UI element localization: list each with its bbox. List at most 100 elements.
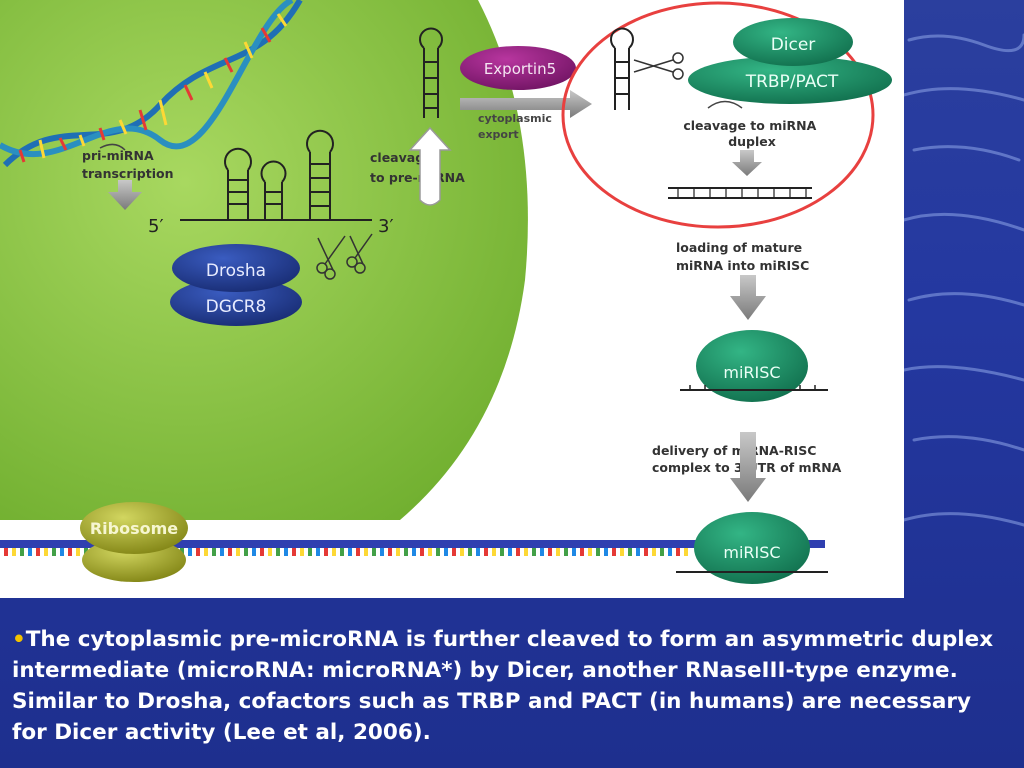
mrna-base <box>564 548 568 556</box>
mrna-base <box>340 548 344 556</box>
scissors-icon <box>316 233 373 280</box>
mrna-base <box>188 548 192 556</box>
export-arrow <box>460 90 592 118</box>
dicer-label: Dicer <box>771 35 816 55</box>
loading-label: loading of mature miRNA into miRISC <box>676 240 809 273</box>
mrna-base <box>44 548 48 556</box>
mrna-base <box>244 548 248 556</box>
mrna-base <box>508 548 512 556</box>
mrna-base <box>580 548 584 556</box>
mrna-base <box>76 548 80 556</box>
bullet-icon: • <box>12 627 26 652</box>
mrna-base <box>596 548 600 556</box>
cytoplasmic-export-label: cytoplasmic export <box>478 112 556 141</box>
mirisc-label-1: miRISC <box>723 363 780 382</box>
mrna-base <box>660 548 664 556</box>
pri-mirna-label: pri-miRNA transcription <box>82 148 173 181</box>
ribosome-label: Ribosome <box>90 519 178 538</box>
mrna-base <box>444 548 448 556</box>
transcription-arrow <box>99 143 142 210</box>
mrna-base <box>636 548 640 556</box>
dicer-complex: Dicer TRBP/PACT <box>688 18 892 104</box>
mrna-base <box>28 548 32 556</box>
pre-mirna-hairpin <box>419 27 443 118</box>
exportin5-label: Exportin5 <box>484 60 556 78</box>
mrna-base <box>412 548 416 556</box>
mrna-base <box>228 548 232 556</box>
down-arrow-3 <box>730 432 766 502</box>
caption-body: The cytoplasmic pre-microRNA is further … <box>12 627 994 745</box>
background-streaks <box>904 33 1024 527</box>
mrna-base <box>220 548 224 556</box>
mrna-base <box>348 548 352 556</box>
mrna-base <box>676 548 680 556</box>
mrna-base <box>196 548 200 556</box>
mrna-base <box>540 548 544 556</box>
up-arrow <box>408 126 452 206</box>
mrna-base <box>60 548 64 556</box>
mrna-base <box>404 548 408 556</box>
mrna-base <box>476 548 480 556</box>
mrna-base <box>500 548 504 556</box>
mrna-base <box>572 548 576 556</box>
microrna-pathway-diagram: pri-miRNA transcription 5′ 3′ Drosha DGC… <box>0 0 892 584</box>
mrna-base <box>12 548 16 556</box>
cleavage-duplex-label: cleavage to miRNA duplex <box>683 118 820 149</box>
mrna-base <box>556 548 560 556</box>
mirna-duplex <box>668 187 812 199</box>
mrna-base <box>364 548 368 556</box>
mrna-base <box>468 548 472 556</box>
mrna-base <box>396 548 400 556</box>
mrna-base <box>436 548 440 556</box>
mrna-base <box>52 548 56 556</box>
mrna-base <box>324 548 328 556</box>
drosha-complex: Drosha DGCR8 <box>170 244 302 326</box>
mrna-base <box>604 548 608 556</box>
mirisc-complex-2: miRISC <box>676 512 828 584</box>
mrna-base <box>428 548 432 556</box>
mrna-base <box>332 548 336 556</box>
mrna-base <box>388 548 392 556</box>
cleavage-pre-mirna-label: cleavage to pre-miRNA <box>370 150 465 185</box>
mrna-base <box>652 548 656 556</box>
mrna-base <box>452 548 456 556</box>
trbp-pact-label: TRBP/PACT <box>745 72 839 92</box>
mrna-base <box>36 548 40 556</box>
mrna-base <box>612 548 616 556</box>
mrna-base <box>68 548 72 556</box>
mrna-base <box>204 548 208 556</box>
mrna-base <box>292 548 296 556</box>
mrna-base <box>252 548 256 556</box>
mrna-base <box>372 548 376 556</box>
mrna-base <box>4 548 8 556</box>
cleavage-curve-arrow <box>707 100 743 109</box>
dicer-scissors-icon <box>633 52 684 80</box>
pri-mirna-hairpins <box>180 129 372 221</box>
three-prime-label: 3′ <box>378 216 394 237</box>
mrna-base <box>644 548 648 556</box>
down-arrow-2 <box>730 275 766 320</box>
mirisc-label-2: miRISC <box>723 543 780 562</box>
mrna-base <box>276 548 280 556</box>
mrna-base <box>316 548 320 556</box>
mrna-base <box>524 548 528 556</box>
cytoplasmic-hairpin <box>610 27 634 110</box>
mrna-base <box>308 548 312 556</box>
mrna-base <box>492 548 496 556</box>
mrna-base <box>20 548 24 556</box>
mrna-base <box>516 548 520 556</box>
mrna-base <box>548 548 552 556</box>
down-arrow-1 <box>732 150 762 176</box>
mrna-base <box>212 548 216 556</box>
dgcr8-label: DGCR8 <box>206 297 267 317</box>
mrna-base <box>260 548 264 556</box>
mrna-base <box>484 548 488 556</box>
mirisc-complex-1: miRISC <box>680 330 828 402</box>
ribosome: Ribosome <box>80 502 188 582</box>
mrna-base <box>356 548 360 556</box>
mrna-base <box>300 548 304 556</box>
mrna-base <box>532 548 536 556</box>
exportin5: Exportin5 <box>460 46 576 90</box>
five-prime-label: 5′ <box>148 216 164 237</box>
mrna-base <box>380 548 384 556</box>
